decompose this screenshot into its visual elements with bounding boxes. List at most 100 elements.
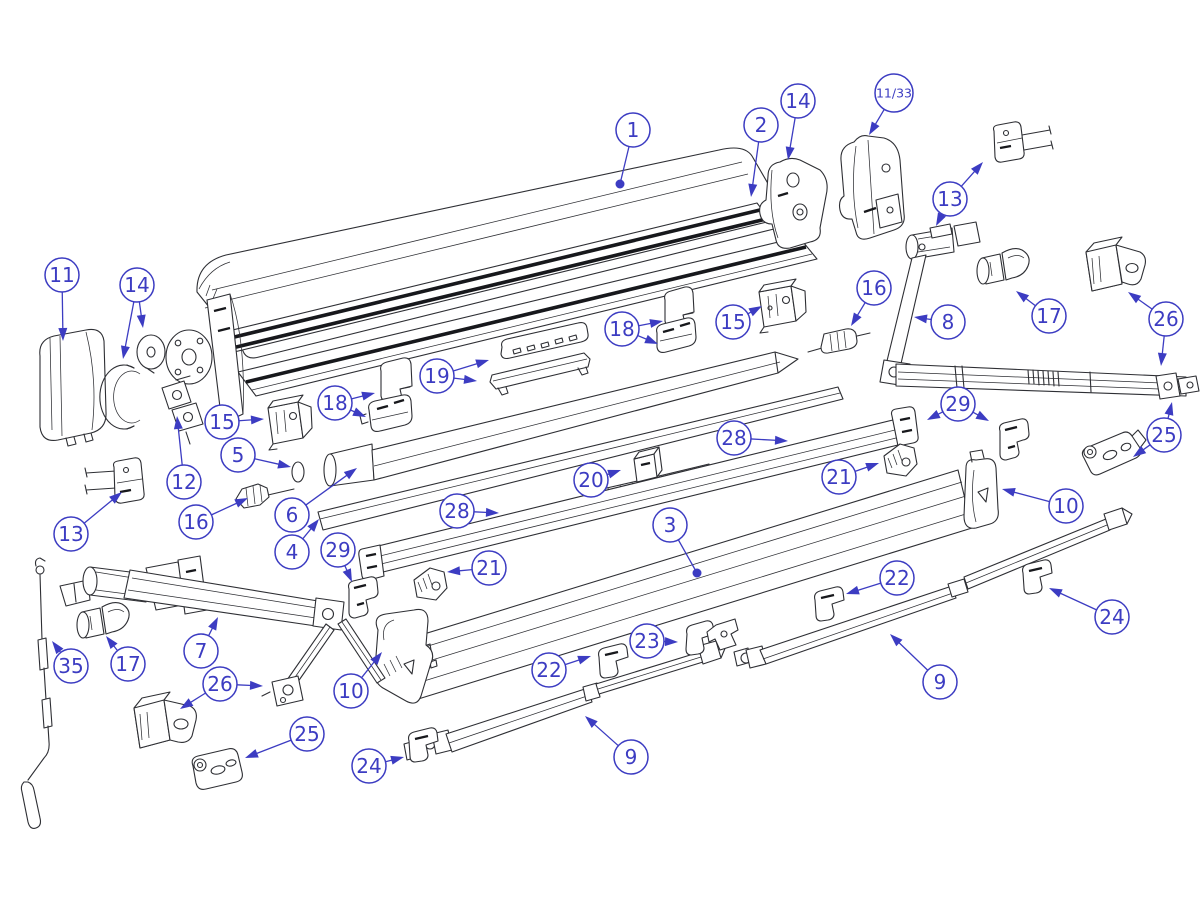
leader-line	[177, 426, 183, 466]
leader-line	[638, 322, 653, 327]
callout-26: 26	[1128, 292, 1184, 366]
part-arm-motor-right	[905, 221, 981, 260]
callout-circle	[1048, 488, 1084, 524]
callout-15: 15	[715, 304, 762, 340]
part-plate-25-left	[191, 748, 243, 790]
callout-circle	[1094, 599, 1130, 635]
callout-number: 23	[634, 629, 659, 653]
callout-number: 16	[183, 510, 208, 534]
callout-circle	[119, 267, 155, 303]
leader-line	[1024, 297, 1036, 307]
leader-line	[254, 458, 281, 466]
leader-line	[83, 498, 114, 524]
callout-circle	[780, 83, 816, 119]
leader-line	[188, 692, 206, 704]
callout-1: 1	[615, 112, 651, 189]
leader-arrowhead	[1016, 291, 1030, 303]
leader-arrowhead	[851, 312, 862, 326]
callout-number: 28	[444, 499, 469, 523]
callout-21: 21	[821, 459, 879, 495]
callout-circle	[743, 107, 779, 143]
part-clamp-24-left	[408, 727, 439, 763]
leader-line	[856, 582, 881, 592]
leader-arrowhead	[1128, 292, 1142, 304]
leader-line	[677, 539, 698, 574]
leader-arrowhead	[748, 306, 762, 317]
leader-arrowhead	[250, 415, 264, 425]
callout-number: 21	[476, 556, 501, 580]
leader-line	[138, 301, 143, 318]
leader-arrowhead	[475, 359, 489, 369]
callout-circle	[110, 646, 146, 682]
callout-6: 6	[274, 468, 357, 533]
callout-number: 15	[720, 310, 745, 334]
callout-7: 7	[183, 617, 219, 669]
leader-arrowhead	[664, 637, 678, 647]
part-clamp-29-left	[347, 576, 379, 619]
callout-circle	[274, 497, 310, 533]
part-gear-bracket-14	[99, 293, 244, 430]
callout-circle	[856, 270, 892, 306]
callout-circle	[715, 304, 751, 340]
callout-number: 9	[625, 745, 638, 769]
callout-circle	[317, 385, 353, 421]
part-arm-tube-8	[879, 254, 1200, 400]
callout-number: 22	[884, 566, 909, 590]
callout-circle	[419, 358, 455, 394]
callout-number: 1	[627, 118, 640, 142]
leader-line	[473, 511, 489, 514]
callout-circle	[879, 560, 915, 596]
part-clamp-29-right	[998, 418, 1030, 461]
callout-13: 13	[53, 492, 122, 552]
part-clamp-18-left	[359, 357, 413, 432]
part-wall-foot-26-left	[133, 691, 197, 749]
callout-26: 26	[180, 666, 263, 709]
callout-22: 22	[531, 652, 591, 688]
callout-11: 11	[44, 257, 80, 341]
callout-circle	[613, 739, 649, 775]
callout-circle	[604, 311, 640, 347]
callout-28: 28	[716, 420, 788, 456]
callout-circle	[940, 386, 976, 422]
leader-line	[750, 438, 778, 442]
callout-number: 14	[785, 89, 810, 113]
leader-arrowhead	[936, 212, 946, 226]
leader-arrowhead	[180, 698, 194, 709]
part-arm-tube-7	[123, 569, 386, 687]
part-bracket-15-left	[267, 394, 313, 451]
leader-arrowhead	[785, 146, 795, 160]
callout-number: 6	[286, 503, 299, 527]
part-end-cap-10-right	[963, 449, 999, 529]
callout-15: 15	[204, 404, 264, 440]
leader-line	[592, 722, 619, 747]
callout-circle	[922, 664, 958, 700]
leader-line	[61, 291, 64, 331]
leader-arrowhead	[975, 410, 989, 421]
callout-circle	[821, 459, 857, 495]
callout-circle	[183, 633, 219, 669]
callout-9: 9	[890, 634, 958, 700]
callout-2: 2	[743, 107, 779, 197]
callout-number: 15	[209, 410, 234, 434]
callout-19: 19	[419, 358, 489, 394]
leader-arrowhead	[234, 498, 248, 508]
part-clamp-18-right	[656, 286, 697, 353]
leader-arrowhead	[927, 410, 941, 420]
leader-line	[619, 146, 630, 185]
part-handle-17-left	[76, 601, 130, 639]
part-bracket-15-right	[758, 278, 807, 334]
part-bracket-25-right	[1081, 429, 1147, 476]
callout-circle	[320, 532, 356, 568]
callout-20: 20	[573, 462, 621, 498]
part-clamp-22-left	[598, 643, 629, 679]
callout-number: 7	[195, 639, 208, 663]
callout-29: 29	[927, 386, 989, 422]
callout-18: 18	[317, 385, 375, 421]
part-spindle-16-right	[807, 328, 871, 354]
callout-14: 14	[780, 83, 816, 160]
callout-number: 24	[356, 754, 381, 778]
callout-number: 2	[755, 113, 768, 137]
callout-circle	[1146, 417, 1182, 453]
callout-17: 17	[1016, 291, 1067, 334]
callout-number: 13	[58, 522, 83, 546]
